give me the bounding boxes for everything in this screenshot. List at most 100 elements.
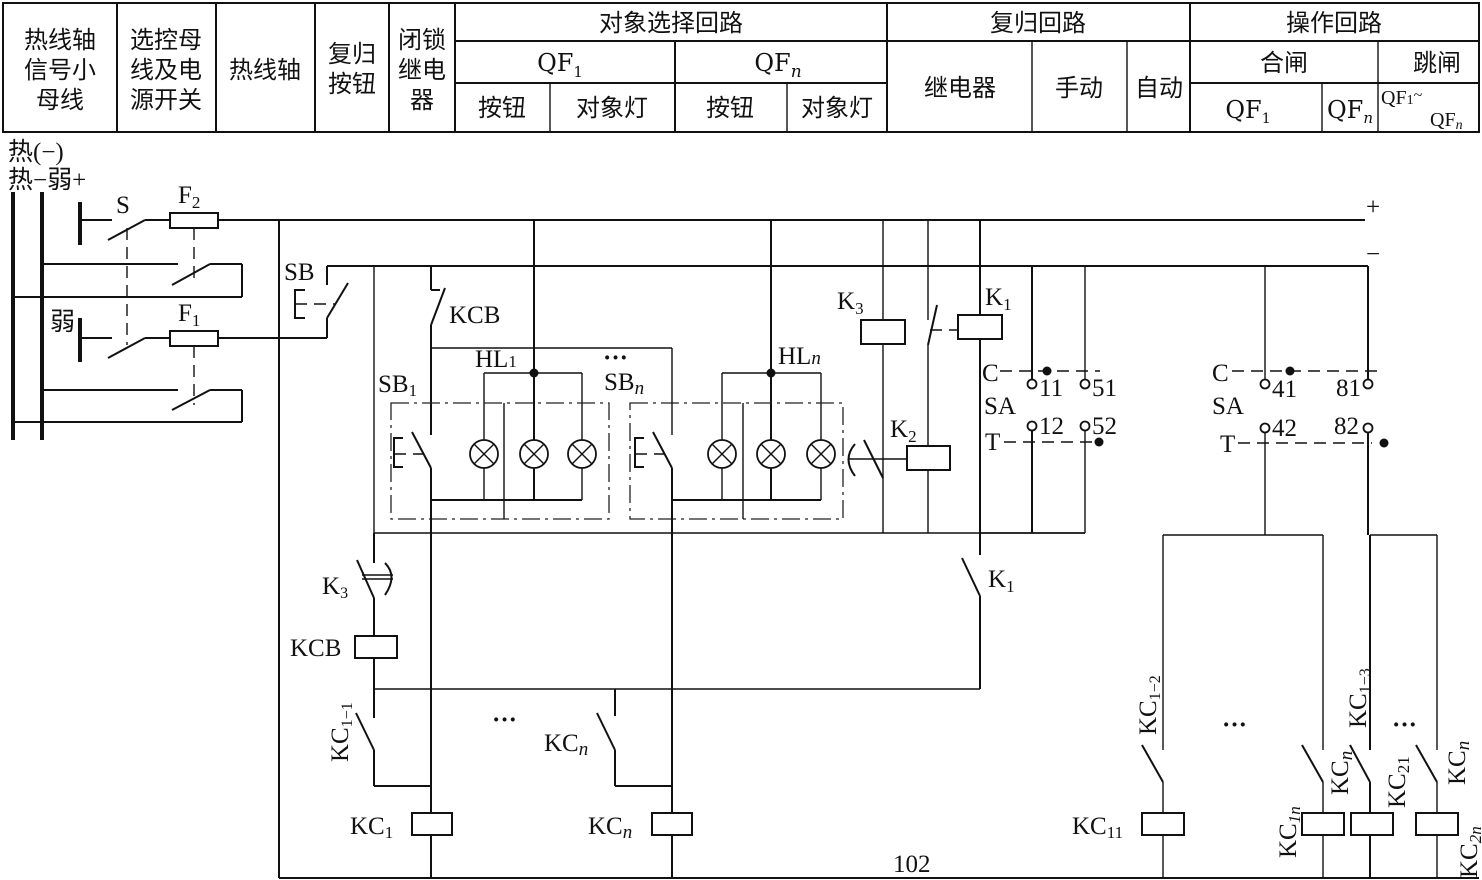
header-select-bus-line2: 线及电 (130, 56, 202, 84)
header-lock-relay-line1: 闭锁 (398, 26, 446, 54)
KC1-1-contact-label: KC1−1 (327, 702, 356, 762)
SA-terminal-12[interactable] (1026, 420, 1038, 432)
fuse-F1 (169, 330, 219, 347)
ellipsis: ··· (492, 707, 517, 734)
header-trip-range-end: QFn (1430, 109, 1463, 133)
lamp-HL1-c (567, 439, 597, 469)
KCB-contact (430, 287, 446, 326)
SA-terminal-11-label: 11 (1039, 375, 1063, 402)
header-close-qfn: QFn (1327, 96, 1373, 127)
KCB-contact-label: KCB (449, 302, 500, 329)
header-trip: 跳闸 (1413, 49, 1461, 77)
lamp-HL1-b (519, 439, 549, 469)
reset-button-SB-label: SB (284, 259, 315, 286)
lamp-HLn-c (806, 439, 836, 469)
SA-terminal-82-label: 82 (1334, 413, 1359, 440)
header-lock-relay-line3: 器 (410, 86, 434, 114)
SA-terminal-52[interactable] (1079, 420, 1091, 432)
KCn-contact (596, 712, 616, 751)
SA-left-close-position: C (982, 360, 999, 387)
ellipsis: ··· (1222, 712, 1247, 739)
SA-left-close-dot (1042, 366, 1052, 376)
KCB-coil-label: KCB (290, 635, 341, 662)
KCn-coil-label: KCn (588, 813, 632, 843)
button-SB1-contact (411, 431, 432, 469)
hot-weak-positive-bus-label: 热−弱+ (8, 166, 86, 194)
SA-left-label: SA (984, 393, 1016, 420)
KC11-coil (1141, 812, 1185, 836)
K1-contact-label: K1 (988, 566, 1015, 596)
KC21-coil (1350, 812, 1394, 836)
negative-bus-label: − (1366, 241, 1380, 268)
header-reset-button-line1: 复归 (328, 40, 376, 68)
header-close-qf1: QF1 (1225, 96, 1270, 127)
KC11-coil-label: KC11 (1072, 813, 1123, 842)
KC1-coil-label: KC1 (350, 813, 393, 842)
relay-K3-coil (860, 319, 906, 345)
KCn-trip-contact-label: KCn (1444, 741, 1474, 785)
button-SBn-label: SBn (604, 369, 644, 399)
SA-terminal-81[interactable] (1362, 378, 1374, 390)
SA-terminal-82[interactable] (1362, 422, 1374, 434)
header-lock-relay-line2: 继电 (398, 56, 446, 84)
header-button-1: 按钮 (478, 94, 526, 122)
header-object-lamp-1: 对象灯 (576, 94, 648, 122)
header-button-n: 按钮 (706, 94, 754, 122)
lamp-HLn-b (756, 439, 786, 469)
SA-right-close-dot (1285, 366, 1295, 376)
ellipsis: ··· (1392, 712, 1417, 739)
ellipsis: ··· (603, 345, 628, 372)
button-SB1-label: SB1 (378, 371, 417, 400)
fuse-F2 (169, 212, 219, 229)
fuse-F1-aux-contact (171, 389, 211, 411)
SA-terminal-41-label: 41 (1272, 376, 1297, 403)
button-SBn-actuator (634, 437, 644, 468)
header-hot-bus-line2: 信号小 (24, 56, 96, 84)
header-hot-bus-line3: 母线 (36, 86, 84, 114)
hot-negative-bus-label: 热(−) (8, 138, 64, 166)
relay-K1-coil-label: K1 (985, 284, 1012, 314)
KCn-close-contact-label: KCn (1327, 751, 1357, 795)
header-object-select-circuit: 对象选择回路 (599, 9, 743, 37)
header-relay: 继电器 (924, 74, 996, 102)
KCn-trip-contact (1415, 744, 1438, 783)
SA-terminal-11[interactable] (1026, 378, 1038, 390)
object-module-n-frame (629, 402, 844, 520)
K3-contact-label: K3 (322, 573, 348, 602)
K1-contact (961, 557, 981, 597)
header-table: 热线轴 信号小 母线 选控母 线及电 源开关 热线轴 复归 按钮 闭锁 继电 器… (2, 2, 1480, 133)
KC21-contact (1349, 744, 1371, 783)
header-operation-circuit: 操作回路 (1286, 9, 1382, 37)
KC1-3-contact-label: KC1−3 (1345, 668, 1374, 728)
control-switch-SA: C 11 51 SA 12 52 T C 41 81 SA 42 82 T (980, 266, 1389, 535)
KC2n-coil (1415, 812, 1459, 836)
header-close: 合闸 (1260, 49, 1308, 77)
lamp-HLn-label: HLn (778, 343, 821, 370)
fuse-F2-label: F2 (178, 182, 200, 212)
header-select-bus-line3: 源开关 (130, 86, 202, 114)
weak-bus-label: 弱 (50, 309, 75, 336)
lamp-HLn-a (707, 439, 737, 469)
KC1n-coil (1301, 812, 1345, 836)
KC1-2-contact (1141, 744, 1164, 783)
header-object-lamp-n: 对象灯 (801, 94, 873, 122)
relay-K3-coil-label: K3 (837, 288, 864, 318)
fuse-F2-aux-contact (171, 263, 211, 286)
button-SB1-actuator (393, 437, 403, 468)
K2-delay-contact (863, 439, 884, 479)
KCn-close-contact (1301, 744, 1324, 783)
SA-terminal-51[interactable] (1079, 378, 1091, 390)
SA-terminal-42[interactable] (1259, 422, 1271, 434)
header-reset-button-line2: 按钮 (328, 70, 376, 98)
relay-K2-coil-label: K2 (890, 416, 917, 446)
SA-terminal-41[interactable] (1259, 378, 1271, 390)
left-bus-section: 热(−) 热−弱+ S F2 + 弱 F1 (8, 138, 1380, 440)
SA-right-trip-position: T (1220, 431, 1235, 458)
KCn-contact-label: KCn (544, 730, 588, 760)
header-manual: 手动 (1055, 74, 1103, 102)
header-border (2, 2, 1480, 133)
header-hot-bus-line1: 热线轴 (24, 26, 96, 54)
page-number: 102 (893, 851, 931, 878)
KC2n-coil-label: KC2n (1456, 826, 1482, 878)
